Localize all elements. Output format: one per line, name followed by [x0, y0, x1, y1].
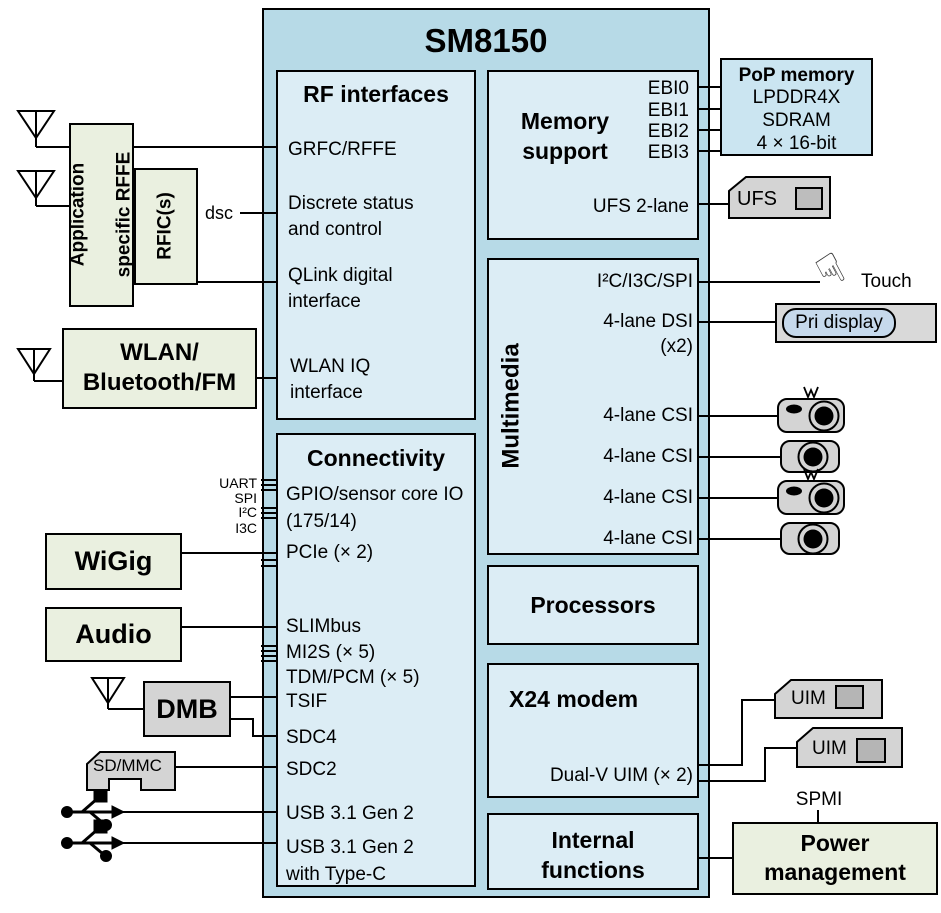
camera-icon — [780, 440, 840, 473]
soc-title: SM8150 — [424, 22, 548, 59]
rfic-title: RFIC(s) — [154, 192, 176, 260]
mi2s-port: MI2S (× 5) — [286, 642, 376, 663]
power-management-title: Power management — [764, 830, 906, 885]
rf-interfaces-title: RF interfaces — [303, 81, 449, 107]
internal-functions-block: Internal functions — [487, 813, 699, 890]
sdc2-port: SDC2 — [286, 759, 337, 780]
pop-memory-title: PoP memory — [738, 65, 855, 86]
audio-block: Audio — [45, 607, 182, 662]
processors-title: Processors — [530, 591, 656, 618]
pri-display-screen: Pri display — [782, 308, 896, 338]
camera-with-flash-icon — [777, 386, 845, 433]
pop-memory-block: PoP memory LPDDR4X SDRAM 4 × 16-bit — [720, 58, 873, 156]
pop-memory-sdram: SDRAM — [762, 110, 831, 131]
antenna-icon — [16, 348, 62, 382]
ebi3-port: EBI3 — [647, 142, 689, 163]
touch-label: Touch — [861, 271, 912, 292]
wlan-iq-port: WLAN IQ interface — [290, 356, 371, 403]
gpio-port: GPIO/sensor core IO (175/14) — [286, 484, 464, 532]
usb-trident-icon — [61, 819, 126, 862]
uim2-line — [699, 747, 797, 782]
camera-with-flash-icon — [777, 468, 845, 515]
multimedia-block — [487, 258, 699, 555]
i3c-label: I3C — [235, 520, 257, 536]
dsc-label: dsc — [205, 203, 234, 223]
uim1-line — [699, 699, 775, 766]
camera-icon — [780, 522, 840, 555]
uim1-card-label: UIM — [791, 688, 826, 709]
usb-trident-icon — [61, 788, 126, 831]
ebi1-port: EBI1 — [647, 100, 689, 121]
csi0-port: 4-lane CSI — [603, 405, 693, 426]
ebi0-port: EBI0 — [647, 78, 689, 99]
dual-v-uim-port: Dual-V UIM (× 2) — [549, 765, 693, 786]
ufs-chip — [795, 187, 823, 210]
i2c-i3c-spi-port: I²C/I3C/SPI — [596, 271, 693, 292]
dsi-port: 4-lane DSI — [603, 311, 693, 332]
ufs-card-label: UFS — [737, 188, 777, 210]
pop-memory-width: 4 × 16-bit — [756, 133, 837, 154]
power-management-block: Power management — [732, 822, 938, 895]
tdm-pcm-port: TDM/PCM (× 5) — [286, 667, 420, 688]
memory-support-block: Memory support EBI0 EBI1 EBI2 EBI3 UFS 2… — [487, 70, 699, 240]
sdmmc-card-label: SD/MMC — [93, 756, 162, 775]
usb1-port: USB 3.1 Gen 2 — [286, 803, 414, 824]
ufs-port: UFS 2-lane — [592, 196, 689, 217]
rfic-block — [134, 168, 198, 285]
connectivity-block: Connectivity GPIO/sensor core IO (175/14… — [276, 433, 476, 887]
app-rffe-block — [69, 123, 134, 307]
usb2-port: USB 3.1 Gen 2 with Type-C — [286, 837, 414, 885]
uim1-chip — [835, 685, 864, 709]
rf-interfaces-block: RF interfaces GRFC/RFFE Discrete status … — [276, 70, 476, 420]
dsi-x2-label: (x2) — [660, 336, 693, 357]
wlan-bt-fm-block: WLAN/ Bluetooth/FM — [62, 328, 257, 409]
processors-block: Processors — [487, 565, 699, 645]
grfc-rffe-port: GRFC/RFFE — [288, 139, 397, 160]
qlink-port: QLink digital interface — [288, 265, 393, 312]
sdc4-port: SDC4 — [286, 727, 337, 748]
csi2-port: 4-lane CSI — [603, 487, 693, 508]
uim2-card-label: UIM — [812, 738, 847, 759]
ebi2-port: EBI2 — [647, 121, 689, 142]
tsif-port: TSIF — [286, 691, 328, 712]
spmi-label: SPMI — [795, 789, 843, 810]
spi-label: SPI — [234, 490, 257, 506]
slimbus-port: SLIMbus — [286, 616, 361, 637]
wigig-block: WiGig — [45, 533, 182, 590]
csi1-port: 4-lane CSI — [603, 446, 693, 467]
connectivity-title: Connectivity — [306, 445, 446, 471]
csi3-port: 4-lane CSI — [603, 528, 693, 549]
i2c-label: I²C — [238, 504, 257, 520]
internal-functions-title: Internal functions — [541, 827, 645, 883]
uart-label: UART — [219, 475, 257, 491]
multimedia-title: Multimedia — [497, 343, 525, 469]
pop-memory-lpddr: LPDDR4X — [752, 87, 841, 108]
antenna-icon — [16, 170, 69, 207]
memory-support-title: Memory support — [520, 108, 610, 164]
dmb-block: DMB — [143, 681, 231, 737]
antenna-icon — [16, 110, 69, 148]
wlan-bt-fm-title: WLAN/ Bluetooth/FM — [82, 339, 237, 396]
uim2-chip — [856, 738, 886, 763]
discrete-status-port: Discrete status and control — [288, 193, 414, 240]
touch-hand-icon: ☟ — [807, 242, 854, 299]
antenna-icon — [90, 677, 143, 710]
x24-modem-title: X24 modem — [509, 686, 639, 712]
x24-modem-block: X24 modem Dual-V UIM (× 2) — [487, 663, 699, 798]
pcie-port: PCIe (× 2) — [286, 542, 374, 563]
